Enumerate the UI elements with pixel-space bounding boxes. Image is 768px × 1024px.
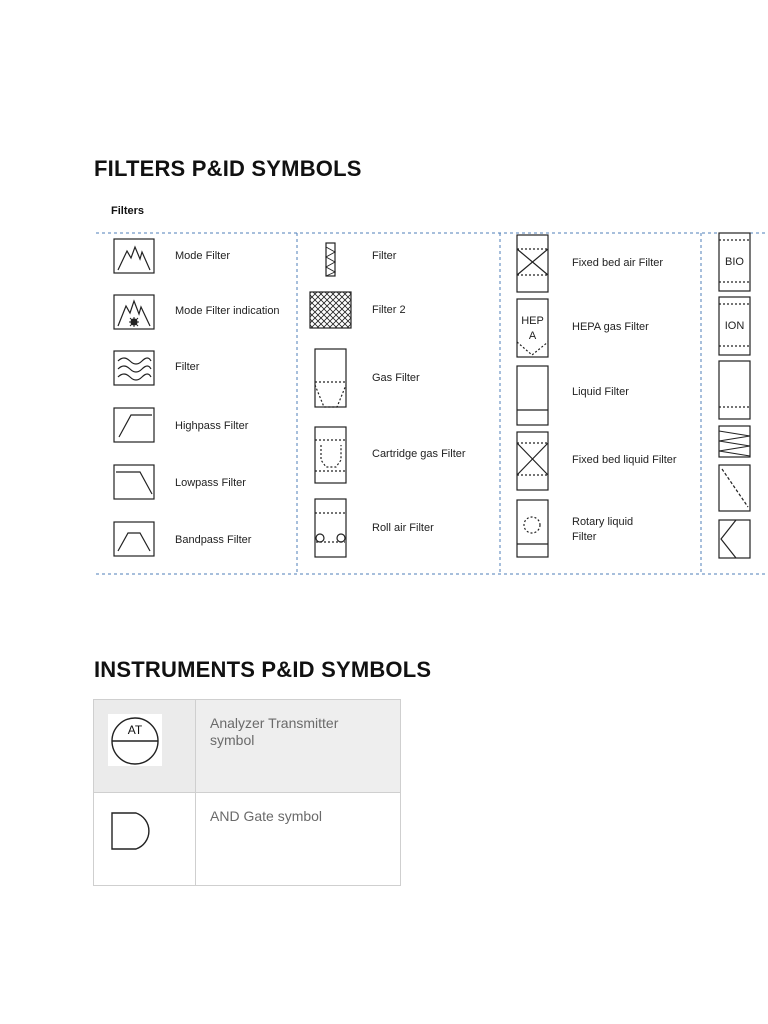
label-filter-2: Filter 2: [372, 304, 406, 316]
label-lowpass-filter: Lowpass Filter: [175, 477, 246, 489]
cartridge-gas-filter-icon: [314, 426, 347, 484]
instruments-table: AT Analyzer Transmitter symbol AND Gate …: [93, 699, 401, 886]
roll-air-filter-icon: [314, 498, 347, 558]
wave-filter-icon: [113, 350, 155, 386]
gas-filter-icon: [314, 348, 347, 408]
table-row: AT Analyzer Transmitter symbol: [93, 699, 401, 793]
label-mode-filter-indication: Mode Filter indication: [175, 305, 280, 317]
and-gate-icon: [110, 811, 156, 851]
highpass-filter-icon: [113, 407, 155, 443]
filters-symbols-panel: Filters Mode Filter Mode Filter indicati…: [0, 195, 768, 585]
label-wave-filter: Filter: [175, 361, 200, 373]
plain-filter-icon: [718, 360, 751, 420]
bio-symbol-text: BIO: [725, 256, 744, 268]
label-fixed-bed-air-filter: Fixed bed air Filter: [572, 257, 664, 269]
mode-filter-indication-icon: [113, 294, 155, 330]
hepa-symbol-text-line-2: A: [528, 330, 537, 342]
diagonal-filter-icon: [718, 464, 751, 512]
fixed-bed-air-filter-icon: [516, 234, 549, 293]
ion-symbol-text: ION: [724, 320, 745, 332]
panel-dividers: [96, 232, 768, 575]
mode-filter-icon: [113, 238, 155, 274]
label-gas-filter: Gas Filter: [372, 372, 420, 384]
label-hepa-gas-filter: HEPA gas Filter: [572, 321, 649, 333]
filter-2-icon: [309, 291, 352, 329]
liquid-filter-icon: [516, 365, 549, 426]
label-rotary-liquid-filter-line-2: Filter: [572, 531, 597, 543]
label-rotary-liquid-filter-line-1: Rotary liquid: [572, 516, 634, 528]
filter-icon: [325, 242, 337, 277]
zigzag-filter-icon: [718, 425, 751, 458]
symbol-cell: [93, 792, 196, 886]
description-cell: AND Gate symbol: [195, 792, 401, 886]
rotary-liquid-filter-icon: [516, 499, 549, 558]
label-roll-air-filter: Roll air Filter: [372, 522, 434, 534]
lowpass-filter-icon: [113, 464, 155, 500]
instruments-heading: INSTRUMENTS P&ID SYMBOLS: [94, 657, 432, 682]
bandpass-filter-icon: [113, 521, 155, 557]
fixed-bed-liquid-filter-icon: [516, 431, 549, 491]
angle-filter-icon: [718, 519, 751, 559]
hepa-symbol-text-line-1: HEP: [521, 315, 544, 327]
label-filter: Filter: [372, 250, 397, 262]
label-fixed-bed-liquid-filter: Fixed bed liquid Filter: [572, 454, 677, 466]
description-cell: Analyzer Transmitter symbol: [195, 699, 401, 793]
label-liquid-filter: Liquid Filter: [572, 386, 629, 398]
filters-heading: FILTERS P&ID SYMBOLS: [94, 156, 362, 181]
bio-filter-icon: [718, 232, 751, 292]
analyzer-transmitter-icon: AT: [108, 714, 162, 766]
filters-panel-title: Filters: [111, 205, 145, 217]
symbol-cell: AT: [93, 699, 196, 793]
hepa-gas-filter-icon: [516, 298, 549, 358]
table-row: AND Gate symbol: [93, 792, 401, 886]
label-bandpass-filter: Bandpass Filter: [175, 534, 252, 546]
at-symbol-text: AT: [127, 723, 143, 737]
label-highpass-filter: Highpass Filter: [175, 420, 249, 432]
label-mode-filter: Mode Filter: [175, 250, 231, 262]
ion-filter-icon: [718, 296, 751, 356]
label-cartridge-gas-filter: Cartridge gas Filter: [372, 448, 466, 460]
filters-symbols-diagram: [96, 232, 768, 575]
